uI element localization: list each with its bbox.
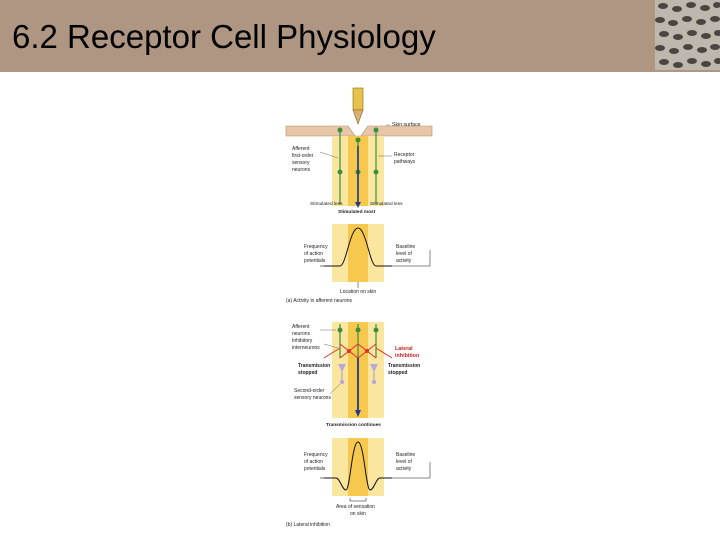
slide-title: 6.2 Receptor Cell Physiology [12, 18, 436, 55]
baseline-label-a-2: level of [396, 251, 412, 257]
location-on-skin-label: Location on skin [340, 289, 376, 295]
transmission-stopped-left-label-2: stopped [298, 370, 317, 376]
transmission-stopped-left-label-1: Transmission [298, 363, 330, 369]
area-of-sensation-label-2: on skin [350, 511, 366, 517]
transmission-stopped-right-label-1: Transmission [388, 363, 420, 369]
baseline-label-a-3: activity [396, 258, 412, 264]
receptor-pathways-label-1: Receptor [394, 152, 415, 158]
transmission-continues-label: Transmission continues [326, 422, 381, 428]
afferent-inhib-label-2: neurons [292, 331, 311, 337]
second-order-label-1: Second-order [294, 388, 325, 394]
skin-surface [285, 125, 433, 141]
activity-curve-a [324, 227, 392, 267]
afferent-inhib-label-4: interneurons [292, 345, 320, 351]
panel-b-caption: (b) Lateral inhibition [286, 522, 330, 528]
stimulated-less-right-label: Stimulated less [370, 201, 403, 207]
stimulated-less-left-label: Stimulated less [310, 201, 343, 207]
afferent-neurons-label-2: first-order [292, 153, 314, 159]
scale-texture-logo-icon [655, 0, 720, 70]
baseline-label-a-1: Baseline [396, 244, 415, 250]
lateral-inhibition-figure: Skin surface Afferent first-order sensor… [285, 87, 433, 528]
frequency-label-a-1: Frequency [304, 244, 328, 250]
baseline-label-b-2: level of [396, 459, 412, 465]
panel-a-caption: (a) Activity in afferent neurons [286, 298, 353, 304]
lateral-inhibition-label-2: inhibition [395, 353, 419, 359]
afferent-inhib-label-1: Afferent [292, 324, 310, 330]
afferent-neurons-label-4: neurons [292, 167, 311, 173]
skin-surface-label: Skin surface [392, 122, 421, 128]
frequency-label-a-2: of action [304, 251, 323, 257]
transmission-stopped-right-label-2: stopped [388, 370, 407, 376]
receptor-pathways-label-2: pathways [394, 159, 416, 165]
lateral-inhibition-label-1: Lateral [395, 346, 413, 352]
slide-header [0, 0, 720, 72]
baseline-label-b-1: Baseline [396, 452, 415, 458]
frequency-label-b-2: of action [304, 459, 323, 465]
baseline-label-b-3: activity [396, 466, 412, 472]
afferent-inhib-label-3: Inhibitory [292, 338, 313, 344]
activity-curve-b [324, 441, 392, 491]
area-of-sensation-label-1: Area of sensation [336, 504, 375, 510]
afferent-neurons-label-3: sensory [292, 160, 310, 166]
frequency-label-a-3: potentials [304, 258, 326, 264]
pencil-probe-icon [352, 87, 364, 125]
frequency-label-b-1: Frequency [304, 452, 328, 458]
frequency-label-b-3: potentials [304, 466, 326, 472]
afferent-neurons-label-1: Afferent [292, 146, 310, 152]
stimulated-most-label: Stimulated most [338, 209, 376, 215]
second-order-label-2: sensory neurons [294, 395, 331, 401]
